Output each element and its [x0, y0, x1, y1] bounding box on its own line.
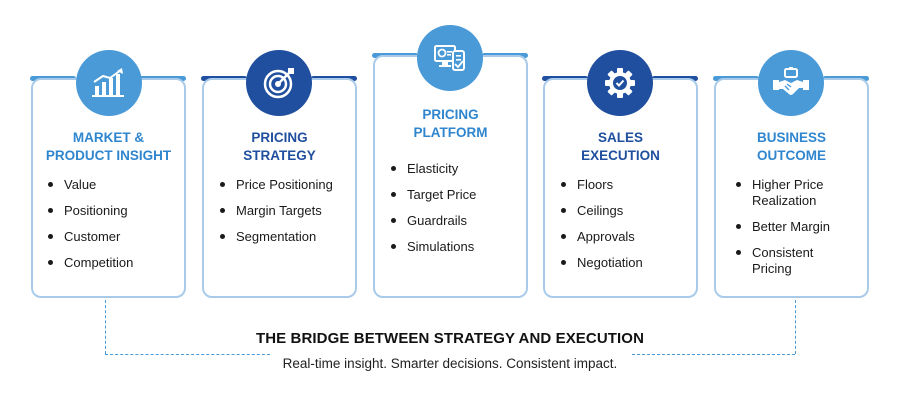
- bridge-subtitle: Real-time insight. Smarter decisions. Co…: [282, 356, 618, 371]
- connector-left-vertical: [105, 300, 106, 354]
- list-item: Higher Price Realization: [736, 177, 854, 209]
- list-item: Customer: [48, 229, 133, 245]
- connector-right-horizontal: [632, 354, 795, 355]
- list-item: Simulations: [391, 239, 476, 255]
- list-item: Elasticity: [391, 161, 476, 177]
- chart-growth-icon: [76, 50, 142, 116]
- card-item-list: Floors Ceilings Approvals Negotiation: [561, 177, 643, 271]
- card-item-list: Price Positioning Margin Targets Segment…: [220, 177, 333, 245]
- connector-left-horizontal: [105, 354, 270, 355]
- card-title: MARKET &PRODUCT INSIGHT: [45, 130, 172, 163]
- handshake-icon: [758, 50, 824, 116]
- pricing-platform-icon: [417, 25, 483, 91]
- list-item: Floors: [561, 177, 643, 193]
- list-item: Guardrails: [391, 213, 476, 229]
- list-item: Margin Targets: [220, 203, 333, 219]
- card-item-list: Higher Price Realization Better Margin C…: [736, 177, 854, 277]
- list-item: Consistent Pricing: [736, 245, 854, 277]
- list-item: Negotiation: [561, 255, 643, 271]
- list-item: Ceilings: [561, 203, 643, 219]
- list-item: Value: [48, 177, 133, 193]
- list-item: Target Price: [391, 187, 476, 203]
- connector-right-vertical: [795, 300, 796, 354]
- list-item: Competition: [48, 255, 133, 271]
- target-icon: [246, 50, 312, 116]
- list-item: Price Positioning: [220, 177, 333, 193]
- list-item: Approvals: [561, 229, 643, 245]
- list-item: Segmentation: [220, 229, 333, 245]
- list-item: Positioning: [48, 203, 133, 219]
- list-item: Better Margin: [736, 219, 854, 235]
- card-frame: [373, 55, 528, 298]
- bridge-heading: THE BRIDGE BETWEEN STRATEGY AND EXECUTIO…: [255, 330, 644, 347]
- card-item-list: Value Positioning Customer Competition: [48, 177, 133, 271]
- card-item-list: Elasticity Target Price Guardrails Simul…: [391, 161, 476, 255]
- gear-check-icon: [587, 50, 653, 116]
